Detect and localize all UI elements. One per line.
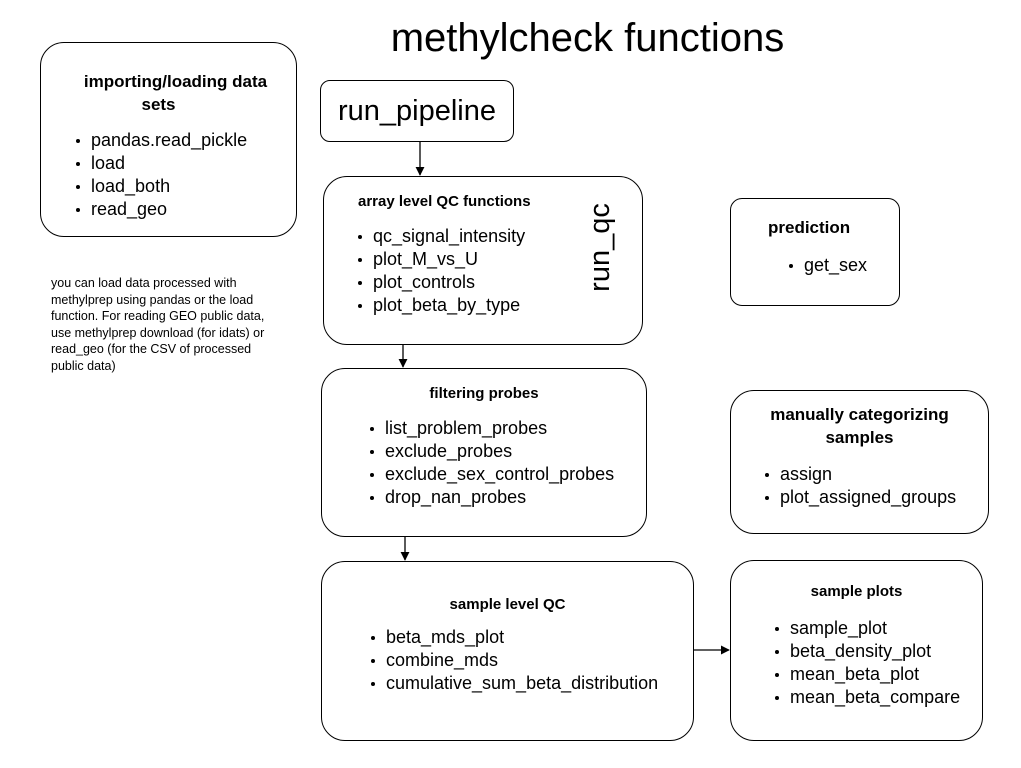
array-qc-box: array level QC functions qc_signal_inten… bbox=[323, 176, 643, 345]
sample-qc-box: sample level QC beta_mds_plot combine_md… bbox=[321, 561, 694, 741]
list-item: load_both bbox=[73, 175, 247, 198]
list-item: assign bbox=[762, 463, 956, 486]
array-qc-title: array level QC functions bbox=[358, 193, 531, 210]
prediction-title: prediction bbox=[768, 218, 851, 237]
prediction-box: prediction get_sex bbox=[730, 198, 900, 306]
categorizing-list: assign plot_assigned_groups bbox=[762, 463, 956, 509]
list-item: sample_plot bbox=[772, 617, 960, 640]
sample-plots-box: sample plots sample_plot beta_density_pl… bbox=[730, 560, 983, 741]
filtering-box: filtering probes list_problem_probes exc… bbox=[321, 368, 647, 537]
import-box-title: importing/loading data sets bbox=[41, 70, 296, 116]
list-item: plot_M_vs_U bbox=[355, 248, 525, 271]
list-item: plot_controls bbox=[355, 271, 525, 294]
import-box: importing/loading data sets pandas.read_… bbox=[40, 42, 297, 237]
list-item: mean_beta_compare bbox=[772, 686, 960, 709]
list-item: list_problem_probes bbox=[367, 417, 614, 440]
categorizing-title-line2: samples bbox=[825, 428, 894, 447]
list-item: qc_signal_intensity bbox=[355, 225, 525, 248]
categorizing-title: manually categorizing samples bbox=[731, 403, 988, 449]
import-box-title-line1: importing/loading data bbox=[83, 72, 268, 91]
list-item: pandas.read_pickle bbox=[73, 129, 247, 152]
list-item: read_geo bbox=[73, 198, 247, 221]
filtering-title: filtering probes bbox=[429, 385, 539, 402]
filtering-list: list_problem_probes exclude_probes exclu… bbox=[367, 417, 614, 509]
sample-qc-list: beta_mds_plot combine_mds cumulative_sum… bbox=[368, 626, 658, 695]
sample-plots-title: sample plots bbox=[810, 583, 903, 600]
list-item: combine_mds bbox=[368, 649, 658, 672]
list-item: get_sex bbox=[786, 254, 867, 277]
pipeline-label: run_pipeline bbox=[337, 94, 496, 127]
import-box-title-line2: sets bbox=[141, 95, 176, 114]
list-item: exclude_probes bbox=[367, 440, 614, 463]
list-item: plot_beta_by_type bbox=[355, 294, 525, 317]
sample-qc-title: sample level QC bbox=[449, 596, 566, 613]
prediction-list: get_sex bbox=[786, 254, 867, 277]
categorizing-title-line1: manually categorizing bbox=[770, 405, 949, 424]
categorizing-box: manually categorizing samples assign plo… bbox=[730, 390, 989, 534]
list-item: mean_beta_plot bbox=[772, 663, 960, 686]
array-qc-list: qc_signal_intensity plot_M_vs_U plot_con… bbox=[355, 225, 525, 317]
loading-note: you can load data processed with methylp… bbox=[51, 276, 265, 373]
list-item: beta_density_plot bbox=[772, 640, 960, 663]
sample-plots-list: sample_plot beta_density_plot mean_beta_… bbox=[772, 617, 960, 709]
list-item: exclude_sex_control_probes bbox=[367, 463, 614, 486]
list-item: plot_assigned_groups bbox=[762, 486, 956, 509]
diagram-title: methylcheck functions bbox=[390, 16, 785, 60]
import-list: pandas.read_pickle load load_both read_g… bbox=[73, 129, 247, 221]
pipeline-box: run_pipeline bbox=[320, 80, 514, 142]
list-item: drop_nan_probes bbox=[367, 486, 614, 509]
list-item: load bbox=[73, 152, 247, 175]
list-item: beta_mds_plot bbox=[368, 626, 658, 649]
list-item: cumulative_sum_beta_distribution bbox=[368, 672, 658, 695]
